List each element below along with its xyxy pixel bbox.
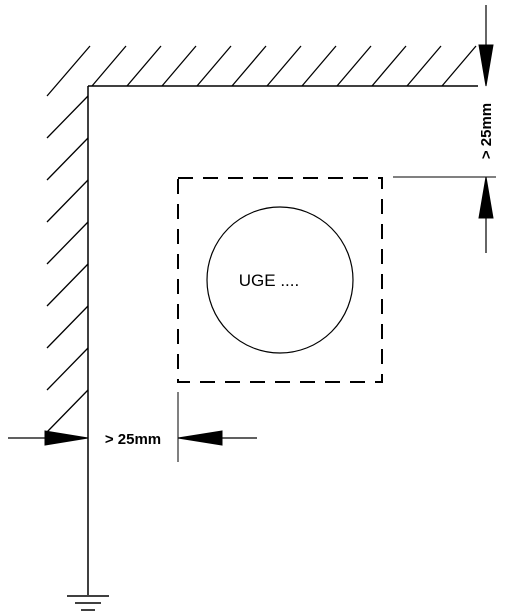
left-clearance-dimension [8, 392, 257, 462]
top-clearance-dimension [393, 5, 496, 253]
top-wall-hatching [46, 45, 477, 97]
ground-icon [67, 595, 109, 611]
wall-edges [87, 85, 478, 595]
arrow-down-icon [478, 44, 494, 87]
arrow-up-icon [478, 176, 494, 219]
left-clearance-label: > 25mm [105, 431, 161, 448]
device-label: UGE .... [239, 271, 299, 290]
left-wall-hatching [46, 95, 89, 433]
top-clearance-label: > 25mm [478, 103, 495, 159]
arrow-right-icon [44, 430, 89, 446]
device-dashed-outline [177, 177, 383, 383]
arrow-left-icon [177, 430, 223, 446]
device-circle [206, 206, 354, 354]
